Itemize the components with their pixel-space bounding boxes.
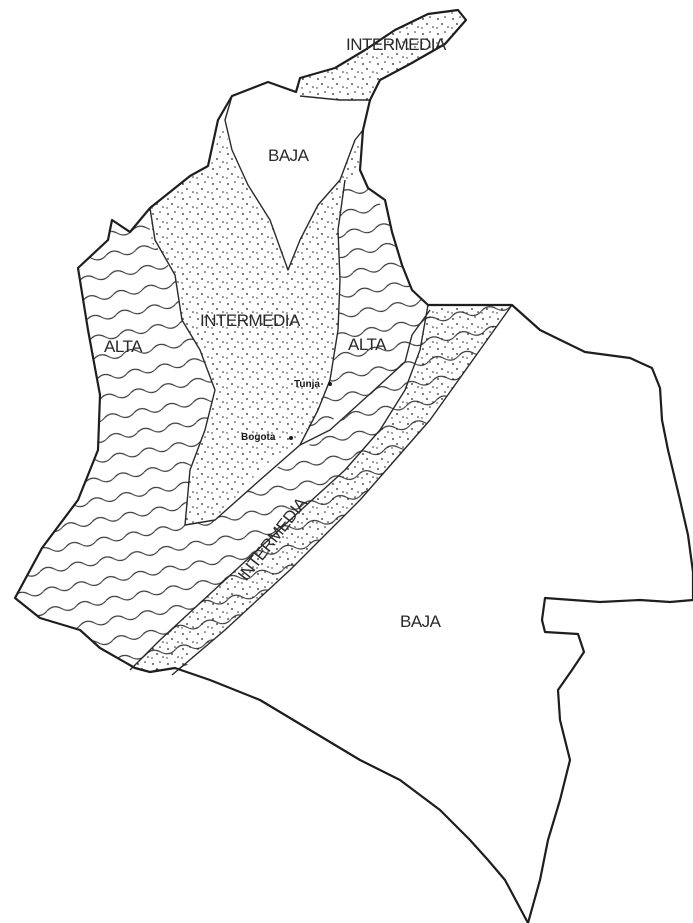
city-bogota: Bogota (241, 432, 293, 443)
zone-intermedia-center (150, 125, 363, 525)
label-alta-east: ALTA (348, 335, 387, 354)
city-label-bogota: Bogota (241, 432, 276, 443)
city-marker-bogota (289, 436, 293, 440)
label-baja-east: BAJA (400, 612, 442, 631)
label-alta-west: ALTA (104, 337, 143, 356)
label-baja-north: BAJA (268, 146, 310, 165)
zone-intermedia-north (296, 10, 468, 100)
city-tunja: Tunja (294, 379, 332, 390)
country-outline (13, 8, 693, 923)
zone-boundaries (129, 95, 513, 676)
zone-alta-west (15, 200, 512, 690)
label-intermedia-north: INTERMEDIA (346, 35, 447, 54)
label-intermedia-center: INTERMEDIA (200, 311, 301, 330)
zone-intermedia-band (130, 305, 512, 675)
city-marker-tunja (328, 382, 332, 386)
zone-alta-east (300, 180, 430, 440)
city-label-tunja: Tunja (294, 379, 320, 390)
